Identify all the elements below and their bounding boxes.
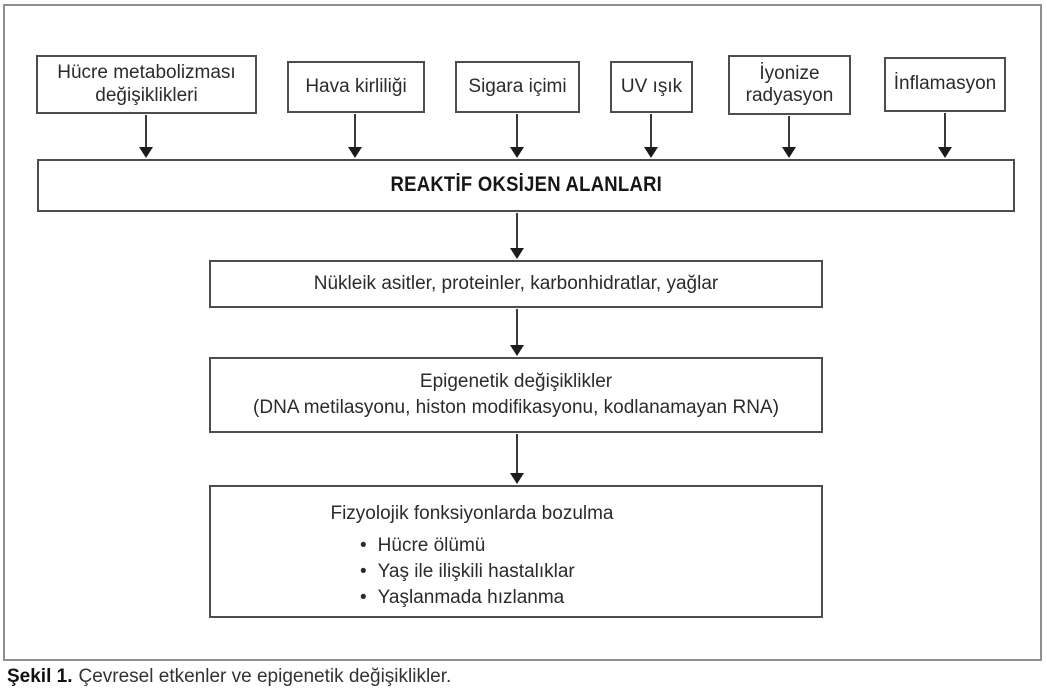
source-box-inflammation: İnflamasyon [884, 57, 1006, 112]
list-item: • Hücre ölümü [360, 533, 821, 559]
arrow-down-icon [510, 213, 524, 259]
source-box-cell-metabolism: Hücre metabolizması değişiklikleri [36, 55, 257, 114]
source-box-air-pollution: Hava kirliliği [287, 61, 425, 113]
outcome-title: Fizyolojik fonksiyonlarda bozulma [330, 503, 614, 524]
source-label: UV ışık [620, 75, 683, 97]
list-item: • Yaşlanmada hızlanma [360, 585, 821, 611]
outcome-box: Fizyolojik fonksiyonlarda bozulma • Hücr… [209, 485, 823, 618]
source-label: Sigara içimi [468, 75, 567, 97]
arrow-down-icon [139, 115, 153, 158]
targets-box: Nükleik asitler, proteinler, karbonhidra… [209, 260, 823, 308]
outcome-bullet-text: Yaşlanmada hızlanma [377, 587, 565, 609]
bullet-icon: • [360, 535, 367, 557]
epigenetic-box: Epigenetik değişiklikler (DNA metilasyon… [209, 357, 823, 433]
epigenetic-line2: (DNA metilasyonu, histon modifikasyonu, … [253, 397, 779, 418]
source-box-uv-light: UV ışık [610, 61, 693, 113]
epigenetic-line1: Epigenetik değişiklikler [419, 370, 613, 392]
figure-caption: Şekil 1.Çevresel etkenler ve epigenetik … [7, 666, 451, 688]
ros-band: REAKTİF OKSİJEN ALANLARI [37, 159, 1015, 212]
figure-caption-label: Şekil 1. [7, 666, 73, 687]
bullet-icon: • [360, 587, 367, 609]
source-label: Hücre metabolizması değişiklikleri [57, 62, 236, 106]
arrow-down-icon [782, 116, 796, 158]
source-label: Hava kirliliği [305, 75, 407, 97]
arrow-down-icon [510, 114, 524, 158]
source-label: İyonize radyasyon [745, 62, 834, 106]
bullet-icon: • [360, 561, 367, 583]
arrow-down-icon [644, 114, 658, 158]
targets-label: Nükleik asitler, proteinler, karbonhidra… [313, 272, 719, 294]
figure-caption-text: Çevresel etkenler ve epigenetik değişikl… [78, 666, 452, 687]
source-box-ionizing-radiation: İyonize radyasyon [728, 55, 851, 115]
arrow-down-icon [938, 113, 952, 158]
arrow-down-icon [348, 114, 362, 158]
source-box-smoking: Sigara içimi [455, 61, 580, 113]
list-item: • Yaş ile ilişkili hastalıklar [360, 559, 821, 585]
source-label: İnflamasyon [893, 73, 997, 95]
arrow-down-icon [510, 434, 524, 484]
outcome-list: • Hücre ölümü • Yaş ile ilişkili hastalı… [211, 533, 821, 611]
outcome-bullet-text: Yaş ile ilişkili hastalıklar [377, 561, 575, 583]
arrow-down-icon [510, 309, 524, 356]
ros-band-label: REAKTİF OKSİJEN ALANLARI [390, 173, 662, 197]
outcome-bullet-text: Hücre ölümü [377, 535, 486, 557]
